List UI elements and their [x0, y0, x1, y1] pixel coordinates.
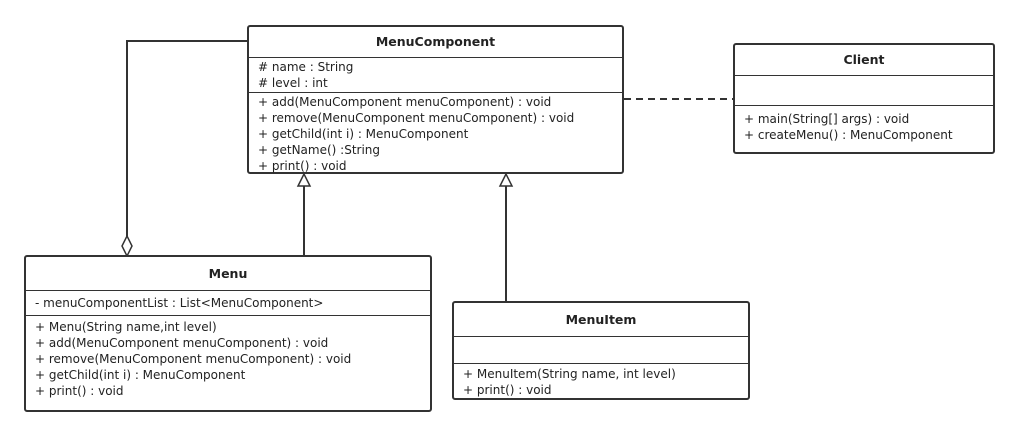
generalization-arrow-menu	[296, 172, 312, 187]
class-menu-title: Menu	[26, 257, 430, 291]
attribute-row: # name : String	[258, 60, 354, 74]
class-menucomponent-attributes: # name : String # level : int	[249, 58, 622, 93]
class-menucomponent-operations: + add(MenuComponent menuComponent) : voi…	[249, 93, 622, 175]
operation-row: + createMenu() : MenuComponent	[744, 128, 953, 142]
operation-row: + print() : void	[258, 159, 347, 173]
class-menu[interactable]: Menu - menuComponentList : List<MenuComp…	[24, 255, 432, 412]
class-menuitem-attributes	[454, 337, 748, 364]
aggregation-line	[126, 40, 248, 238]
class-menu-operations: + Menu(String name,int level) + add(Menu…	[26, 316, 430, 400]
generalization-arrow-menuitem	[498, 172, 514, 187]
class-client-operations: + main(String[] args) : void + createMen…	[735, 106, 993, 144]
class-menucomponent-title: MenuComponent	[249, 27, 622, 58]
class-client[interactable]: Client + main(String[] args) : void + cr…	[733, 43, 995, 154]
class-menuitem-operations: + MenuItem(String name, int level) + pri…	[454, 364, 748, 399]
operation-row: + remove(MenuComponent menuComponent) : …	[35, 352, 352, 366]
class-menu-attributes: - menuComponentList : List<MenuComponent…	[26, 291, 430, 316]
operation-row: + remove(MenuComponent menuComponent) : …	[258, 111, 575, 125]
operation-row: + getChild(int i) : MenuComponent	[35, 368, 246, 382]
operation-row: + getChild(int i) : MenuComponent	[258, 127, 469, 141]
operation-row: + print() : void	[463, 383, 552, 397]
operation-row: + add(MenuComponent menuComponent) : voi…	[258, 95, 552, 109]
attribute-row: - menuComponentList : List<MenuComponent…	[35, 296, 324, 310]
operation-row: + main(String[] args) : void	[744, 112, 910, 126]
class-menucomponent[interactable]: MenuComponent # name : String # level : …	[247, 25, 624, 174]
operation-row: + MenuItem(String name, int level)	[463, 367, 676, 381]
operation-row: + Menu(String name,int level)	[35, 320, 217, 334]
operation-row: + add(MenuComponent menuComponent) : voi…	[35, 336, 329, 350]
aggregation-diamond	[121, 234, 133, 258]
class-client-title: Client	[735, 45, 993, 76]
operation-row: + print() : void	[35, 384, 124, 398]
class-menuitem-title: MenuItem	[454, 303, 748, 337]
operation-row: + getName() :String	[258, 143, 381, 157]
class-menuitem[interactable]: MenuItem + MenuItem(String name, int lev…	[452, 301, 750, 400]
attribute-row: # level : int	[258, 76, 328, 90]
class-client-attributes	[735, 76, 993, 106]
